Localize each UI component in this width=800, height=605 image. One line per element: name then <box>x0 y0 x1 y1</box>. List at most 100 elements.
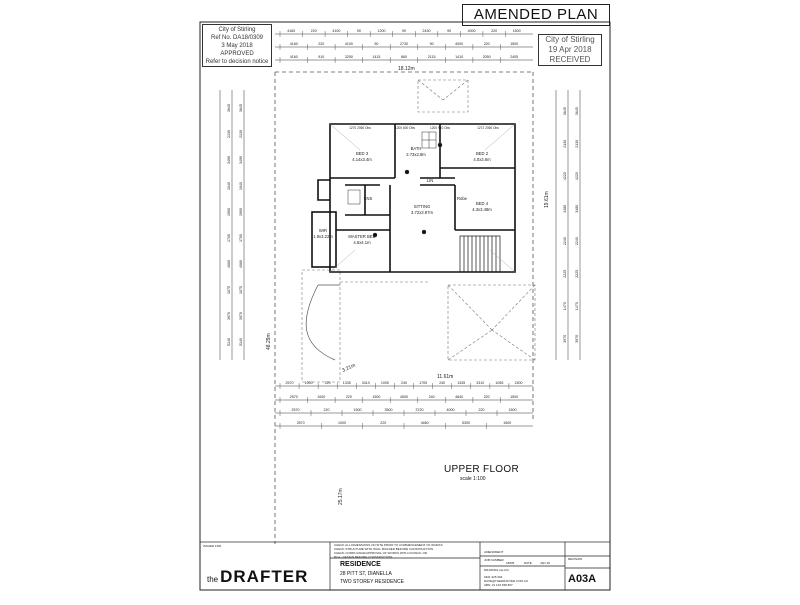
dimension-value: 90 <box>402 29 406 33</box>
dimension-value: 2730 <box>400 42 408 46</box>
dimension-value: 4840 <box>455 395 463 399</box>
window-label: 1272 2050 Obs <box>477 126 499 130</box>
note-line: CHECK STRUCTURE WITH WALL BUILDER BEFORE… <box>334 547 433 551</box>
dimension-value: 1005 <box>381 381 389 385</box>
dimension-value: 1900 <box>239 208 243 216</box>
dimension-value: 3970 <box>227 312 231 320</box>
hatched-roof-areas <box>329 123 516 273</box>
dimension-value: 4160 <box>287 29 295 33</box>
room-labels: BED 3 4.14x3.4m BATH 2.73x2.8m BED 2 4.0… <box>313 146 492 245</box>
dimension-value: 1200 <box>378 29 386 33</box>
dimension-value: 1335 <box>343 381 351 385</box>
dimension-value: 3970 <box>575 335 579 343</box>
abn-text: ABN: 21 126 638 867 <box>484 583 513 587</box>
dimension-value: 3410 <box>362 381 370 385</box>
dimension-value: 4060 <box>227 260 231 268</box>
dimension-value: 1700 <box>227 234 231 242</box>
front-depth-label: 25.17m <box>338 488 344 505</box>
date-label: DATE <box>524 561 532 565</box>
house-width-label: 11.61m <box>437 374 453 380</box>
dimension-value: 1055 <box>495 381 503 385</box>
dimension-value: 240 <box>401 381 407 385</box>
dimension-value: 3645 <box>239 104 243 112</box>
phone-text: 0401 325 003 <box>484 575 503 579</box>
dimension-value: 3720 <box>416 408 424 412</box>
dimension-value: 220 <box>380 421 386 425</box>
dimension-value: 4160 <box>290 55 298 59</box>
dimension-value: 1705 <box>419 381 427 385</box>
council-approval-stamp: City of Stirling Ref No. DA18/0309 3 May… <box>202 24 272 67</box>
dimension-value: 4100 <box>345 42 353 46</box>
dimension-value: 2570 <box>286 381 294 385</box>
revision-label: REVISION <box>568 557 582 561</box>
dimension-value: 2130 <box>575 140 579 148</box>
dimension-value: 2240 <box>575 237 579 245</box>
dimension-value: 2115 <box>428 55 436 59</box>
council-received-stamp: City of Stirling 19 Apr 2018 RECEIVED <box>538 34 602 66</box>
dimension-value: 220 <box>346 395 352 399</box>
dimension-value: 1500 <box>510 395 518 399</box>
bottom-dimension-lines <box>275 385 533 427</box>
window-labels: 1270 2050 Obs 1200 600 Obs 1200 910 Obs … <box>349 126 499 130</box>
room-robe-label: Robe <box>457 196 468 201</box>
email-text: DAVE@THEDRAFTER.COM.AU <box>484 579 528 583</box>
dimension-value: 1470 <box>563 302 567 310</box>
dimension-value: 1000 <box>317 395 325 399</box>
dimension-value: 220 <box>324 408 330 412</box>
dimension-value: 1500 <box>354 408 362 412</box>
dimension-value: 3500 <box>385 408 393 412</box>
dimension-value: 1335 <box>457 381 465 385</box>
room-bed2-label: BED 2 <box>476 151 489 156</box>
building-walls <box>311 123 516 273</box>
dimension-value: 3970 <box>563 335 567 343</box>
note-line: CHECK ALL DIMENSIONS ON SITE PRIOR TO CO… <box>334 543 443 547</box>
dimension-value: 1500 <box>510 42 518 46</box>
room-lin-label: LIN <box>427 178 434 183</box>
dimension-value: 910 <box>318 55 324 59</box>
staircase <box>459 235 501 273</box>
dimension-value: 240 <box>429 395 435 399</box>
dimension-value: 1040 <box>227 182 231 190</box>
dimension-value: 4000 <box>447 408 455 412</box>
stamp-line: City of Stirling <box>545 35 595 44</box>
dimension-value: 1500 <box>515 381 523 385</box>
dimension-value: 4500 <box>400 395 408 399</box>
title-block <box>199 541 611 591</box>
dimension-value: 4000 <box>468 29 476 33</box>
stamp-line: 19 Apr 2018 <box>548 45 592 54</box>
dimension-value: 4220 <box>563 172 567 180</box>
room-bed4-size: 4.3x3.48m <box>472 207 492 212</box>
dimension-value: 220 <box>311 29 317 33</box>
dimension-value: 2570 <box>292 408 300 412</box>
dimension-value: 2570 <box>290 395 298 399</box>
dimension-value: 1000 <box>338 421 346 425</box>
room-ens-label: ENS <box>364 196 373 201</box>
dimension-value: 2430 <box>423 29 431 33</box>
dimension-value: 2130 <box>239 130 243 138</box>
dimension-value: 3250 <box>345 55 353 59</box>
project-title: RESIDENCE <box>340 561 381 568</box>
floor-title: UPPER FLOOR <box>444 464 519 475</box>
room-master-label: MASTER BED <box>348 234 375 239</box>
dimension-value: 3480 <box>563 205 567 213</box>
dimension-value: 2130 <box>227 130 231 138</box>
window-label: 1200 600 Obs <box>395 126 415 130</box>
dimension-value: 1415 <box>372 55 380 59</box>
dimension-value: 5300 <box>462 421 470 425</box>
dimension-value: 220 <box>318 42 324 46</box>
room-bed2-size: 4.0x3.6m <box>473 157 491 162</box>
dimension-value: 90 <box>430 42 434 46</box>
job-number-label: JOB NUMBER <box>484 558 505 562</box>
date-value: JAN 18 <box>540 561 550 565</box>
dimension-value: 4060 <box>239 260 243 268</box>
dimension-value: 1700 <box>239 234 243 242</box>
dimension-value: 3480 <box>575 205 579 213</box>
dimension-value: 1500 <box>513 29 521 33</box>
note-line: CHECK COMPLIANCE/APPROVAL OF WORKS WITH … <box>334 551 428 555</box>
dimension-value: 90 <box>357 29 361 33</box>
dimension-value: 4000 <box>455 42 463 46</box>
rear-setback-label: 3.21m <box>341 362 356 373</box>
